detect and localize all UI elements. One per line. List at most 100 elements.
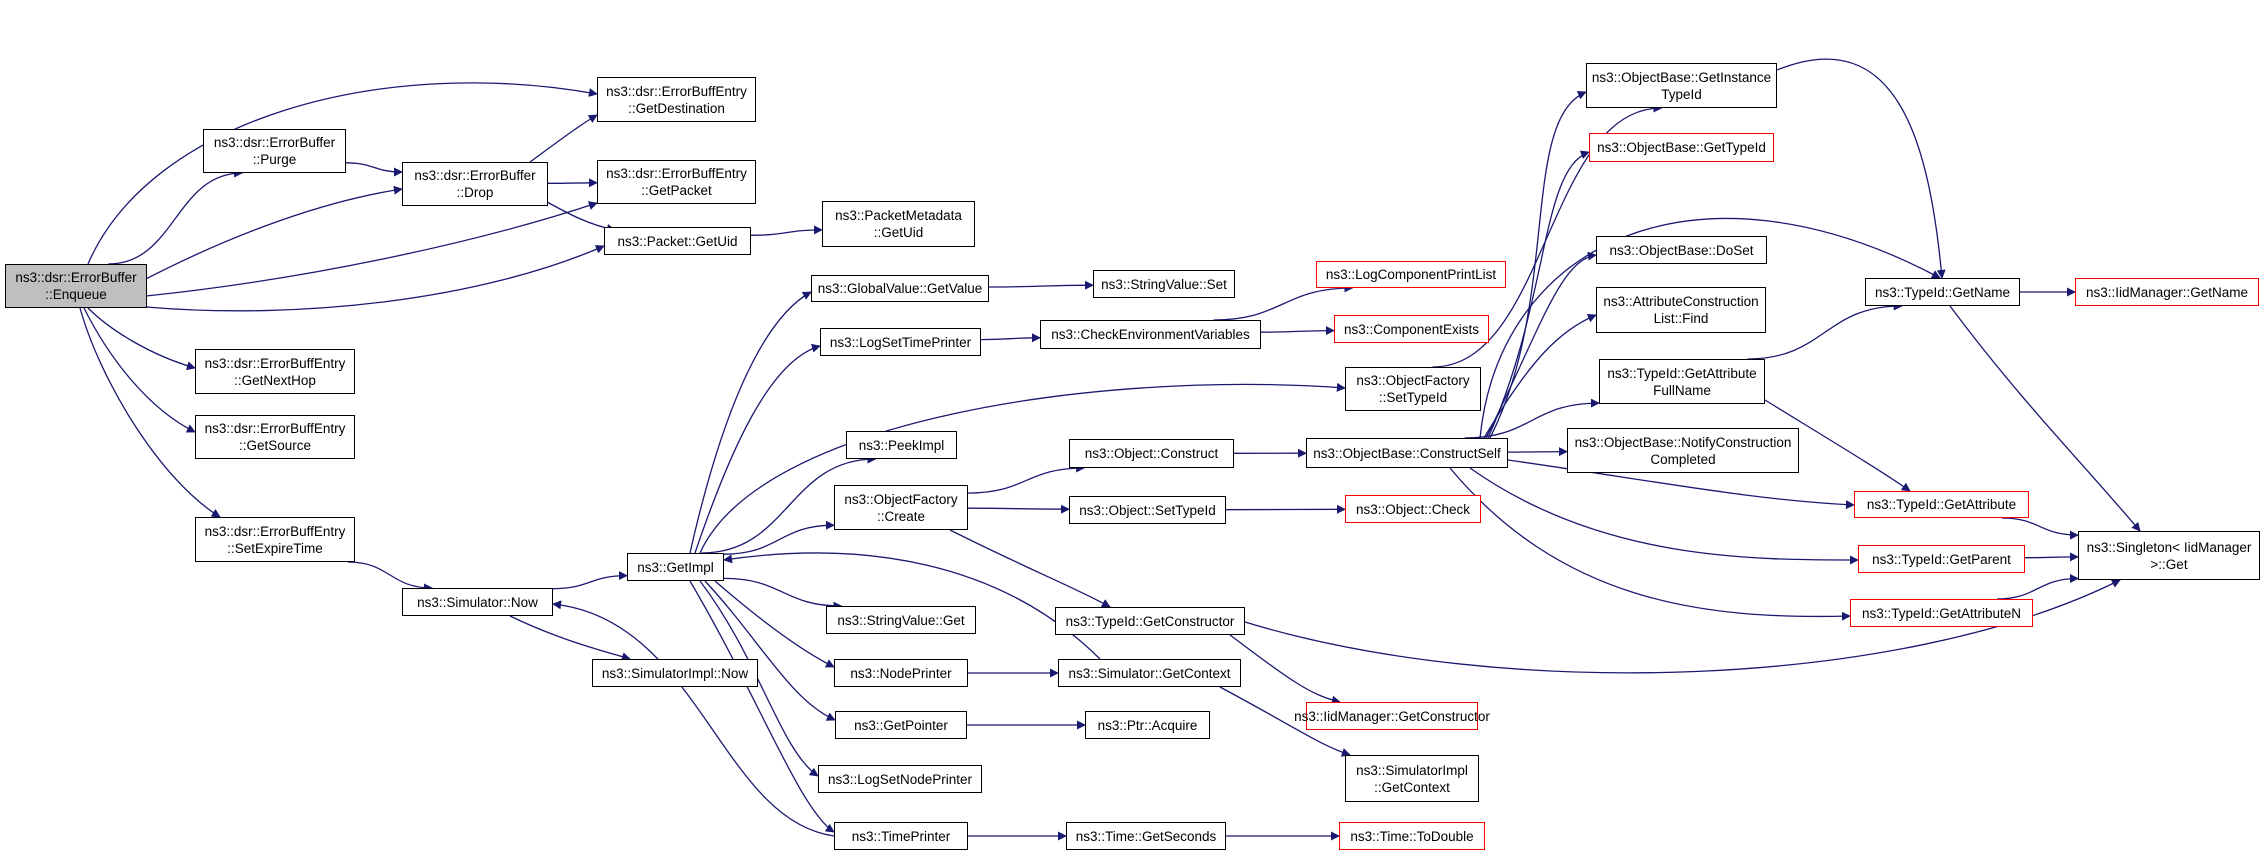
- node-label-line: ns3::SimulatorImpl: [1356, 762, 1468, 778]
- node-label-line: ns3::dsr::ErrorBuffer: [15, 270, 137, 285]
- node-drop[interactable]: ns3::dsr::ErrorBuffer::Drop: [402, 162, 548, 206]
- node-label: ns3::IidManager::GetName: [2086, 284, 2248, 301]
- node-label-line: ::Enqueue: [45, 287, 107, 302]
- node-simimplctx[interactable]: ns3::SimulatorImpl::GetContext: [1345, 755, 1479, 802]
- node-logsetnode[interactable]: ns3::LogSetNodePrinter: [818, 765, 982, 793]
- edge-getattrfull-to-tgetattr: [1764, 399, 1911, 492]
- node-tgetattrn[interactable]: ns3::TypeId::GetAttributeN: [1850, 599, 2033, 627]
- node-singleton[interactable]: ns3::Singleton< IidManager>::Get: [2078, 531, 2260, 580]
- node-nodeprinter[interactable]: ns3::NodePrinter: [834, 659, 968, 687]
- node-objsettypeid[interactable]: ns3::Object::SetTypeId: [1069, 496, 1226, 524]
- edge-constructself-to-notify: [1507, 447, 1568, 457]
- node-label-line: ns3::TypeId::GetParent: [1872, 551, 2011, 567]
- node-peekimpl[interactable]: ns3::PeekImpl: [846, 431, 957, 459]
- node-simgetctx[interactable]: ns3::Simulator::GetContext: [1058, 659, 1241, 687]
- node-label: ns3::StringValue::Get: [837, 612, 964, 629]
- node-label-line: ns3::Packet::GetUid: [617, 233, 738, 249]
- node-label: ns3::PeekImpl: [859, 437, 945, 454]
- node-label: ns3::LogComponentPrintList: [1326, 266, 1496, 283]
- node-doset[interactable]: ns3::ObjectBase::DoSet: [1596, 236, 1767, 264]
- node-simimplnow[interactable]: ns3::SimulatorImpl::Now: [592, 659, 758, 687]
- node-ofsettypeid[interactable]: ns3::ObjectFactory::SetTypeId: [1345, 367, 1481, 411]
- node-svset[interactable]: ns3::StringValue::Set: [1093, 270, 1235, 298]
- node-label-line: ns3::StringValue::Get: [837, 612, 965, 628]
- edge-constructself-to-getattrfull: [1464, 398, 1600, 439]
- node-label-line: ::GetPacket: [641, 183, 712, 198]
- node-gvgetvalue[interactable]: ns3::GlobalValue::GetValue: [811, 275, 989, 302]
- node-label: ns3::CheckEnvironmentVariables: [1051, 326, 1250, 343]
- node-metauid[interactable]: ns3::PacketMetadata::GetUid: [822, 201, 975, 247]
- node-getimpl[interactable]: ns3::GetImpl: [627, 553, 724, 581]
- node-timetodouble[interactable]: ns3::Time::ToDouble: [1339, 822, 1485, 850]
- node-label-line: ns3::IidManager::GetName: [2085, 284, 2249, 300]
- node-ofcreate[interactable]: ns3::ObjectFactory::Create: [834, 485, 968, 530]
- node-constructself[interactable]: ns3::ObjectBase::ConstructSelf: [1306, 438, 1508, 468]
- node-label: ns3::TypeId::GetAttributeN: [1862, 605, 2021, 622]
- node-setexpire[interactable]: ns3::dsr::ErrorBuffEntry::SetExpireTime: [195, 517, 355, 562]
- node-label: ns3::Time::ToDouble: [1350, 828, 1473, 845]
- node-svget[interactable]: ns3::StringValue::Get: [826, 606, 976, 634]
- node-iidgetctor[interactable]: ns3::IidManager::GetConstructor: [1294, 702, 1490, 730]
- node-label-line: ns3::ObjectBase::GetInstance: [1591, 69, 1772, 85]
- node-logsettime[interactable]: ns3::LogSetTimePrinter: [820, 328, 981, 356]
- node-objconstruct[interactable]: ns3::Object::Construct: [1069, 439, 1234, 468]
- node-logcomp[interactable]: ns3::LogComponentPrintList: [1316, 261, 1506, 288]
- node-label: ns3::ComponentExists: [1344, 321, 1479, 338]
- node-label-line: ns3::dsr::ErrorBuffEntry: [204, 421, 346, 436]
- edge-getimpl-to-logsetnode: [699, 580, 819, 777]
- edge-getimpl-to-timeprinter: [689, 580, 835, 833]
- node-label: ns3::StringValue::Set: [1101, 276, 1227, 293]
- node-tgetparent[interactable]: ns3::TypeId::GetParent: [1858, 545, 2025, 573]
- node-label-line: ::GetSource: [238, 438, 312, 453]
- node-purge[interactable]: ns3::dsr::ErrorBuffer::Purge: [203, 129, 346, 173]
- node-label-line: ::GetUid: [873, 225, 924, 240]
- node-tgetattr[interactable]: ns3::TypeId::GetAttribute: [1854, 491, 2029, 518]
- node-label: ns3::dsr::ErrorBuffEntry::GetSource: [205, 420, 346, 454]
- edge-constructself-to-obgettypeid: [1487, 150, 1590, 439]
- node-label-line: FullName: [1653, 382, 1711, 398]
- node-label-line: ns3::Simulator::Now: [417, 594, 538, 610]
- node-tgetname[interactable]: ns3::TypeId::GetName: [1865, 278, 2020, 306]
- node-simnow[interactable]: ns3::Simulator::Now: [402, 588, 553, 616]
- node-label-line: ns3::ObjectBase::ConstructSelf: [1313, 445, 1501, 461]
- edge-ofcreate-to-tgetctor: [949, 529, 1111, 608]
- node-iidgetname[interactable]: ns3::IidManager::GetName: [2075, 278, 2259, 306]
- node-compexists[interactable]: ns3::ComponentExists: [1334, 315, 1489, 343]
- node-enqueue[interactable]: ns3::dsr::ErrorBuffer::Enqueue: [5, 264, 147, 308]
- node-tgetctor[interactable]: ns3::TypeId::GetConstructor: [1055, 607, 1245, 635]
- node-label: ns3::GetImpl: [637, 559, 714, 576]
- node-label-line: ns3::Ptr::Acquire: [1097, 717, 1198, 733]
- node-getdest[interactable]: ns3::dsr::ErrorBuffEntry::GetDestination: [597, 77, 756, 122]
- edge-drop-to-getpacket: [547, 178, 598, 188]
- node-label: ns3::TypeId::GetConstructor: [1066, 613, 1235, 630]
- node-label: ns3::Object::Check: [1356, 501, 1470, 518]
- node-obgettypeid[interactable]: ns3::ObjectBase::GetTypeId: [1589, 133, 1774, 162]
- node-getsource[interactable]: ns3::dsr::ErrorBuffEntry::GetSource: [195, 415, 355, 459]
- node-getpointer[interactable]: ns3::GetPointer: [835, 711, 967, 739]
- node-timegetsec[interactable]: ns3::Time::GetSeconds: [1066, 822, 1226, 850]
- node-label-line: ::Drop: [456, 185, 494, 200]
- node-ptracquire[interactable]: ns3::Ptr::Acquire: [1085, 711, 1210, 739]
- node-label: ns3::ObjectBase::DoSet: [1609, 242, 1753, 259]
- edge-pktuid-to-metauid: [750, 225, 823, 236]
- node-label: ns3::TimePrinter: [852, 828, 951, 845]
- node-label: ns3::dsr::ErrorBuffEntry::SetExpireTime: [205, 523, 346, 557]
- node-objcheck[interactable]: ns3::Object::Check: [1345, 495, 1481, 523]
- edge-constructself-to-tgetattrn: [1449, 467, 1851, 621]
- node-label-line: ns3::ObjectBase::DoSet: [1609, 242, 1754, 258]
- node-label-line: ::SetTypeId: [1378, 390, 1448, 405]
- node-pktuid[interactable]: ns3::Packet::GetUid: [604, 227, 751, 255]
- edge-drop-to-getdest: [529, 114, 598, 163]
- node-label-line: ns3::TimePrinter: [851, 828, 951, 844]
- node-getpacket[interactable]: ns3::dsr::ErrorBuffEntry::GetPacket: [597, 160, 756, 204]
- node-checkenv[interactable]: ns3::CheckEnvironmentVariables: [1040, 320, 1261, 349]
- node-nexthop[interactable]: ns3::dsr::ErrorBuffEntry::GetNextHop: [195, 349, 355, 394]
- edge-getattrfull-to-tgetname: [1747, 301, 1903, 360]
- node-label-line: ns3::ObjectBase::NotifyConstruction: [1574, 434, 1792, 450]
- node-timeprinter[interactable]: ns3::TimePrinter: [834, 822, 968, 850]
